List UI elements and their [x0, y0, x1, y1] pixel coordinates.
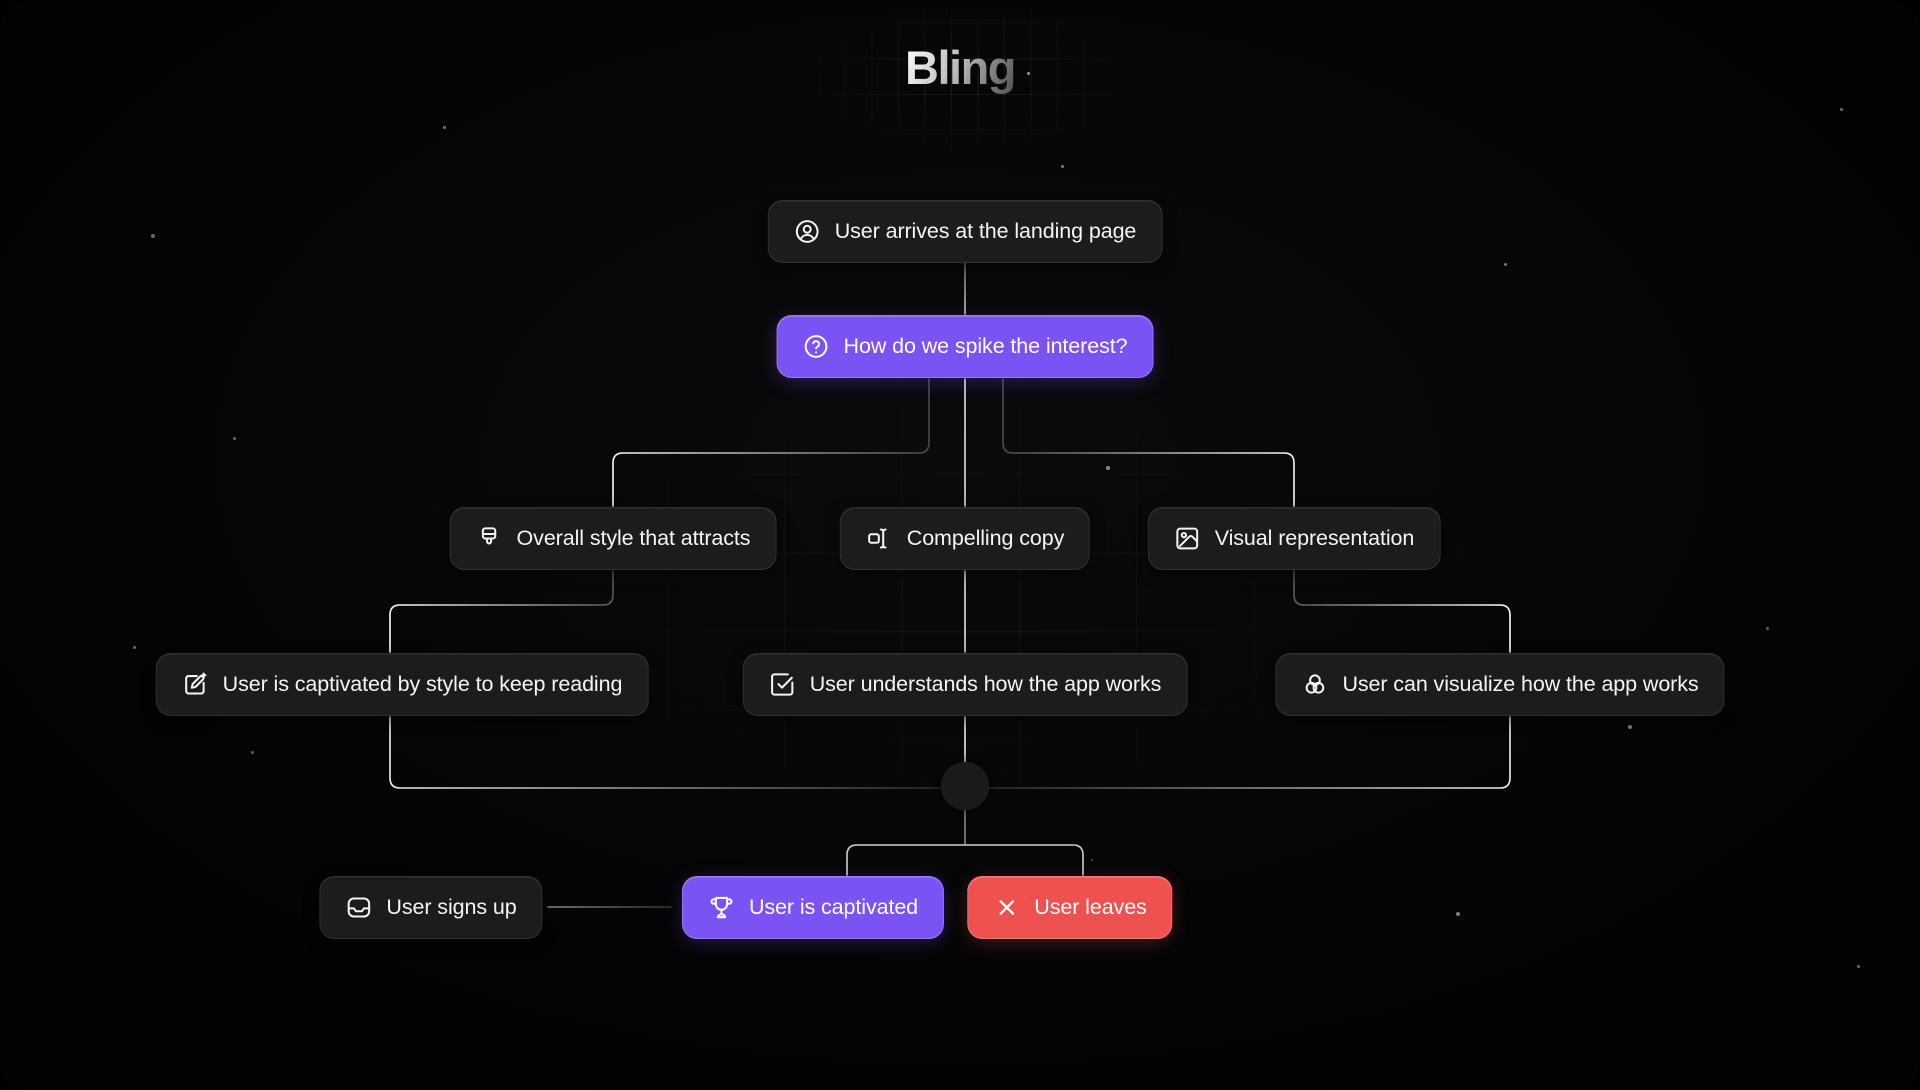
- node-label: Overall style that attracts: [516, 525, 751, 550]
- star-dot: [1857, 965, 1860, 968]
- node-label: User signs up: [386, 894, 517, 919]
- edit-sparkle-icon: [182, 671, 209, 698]
- star-dot: [1106, 466, 1110, 470]
- logo-blueprint-grid: [790, 8, 1150, 158]
- user-circle-icon: [794, 218, 821, 245]
- star-dot: [1091, 859, 1093, 861]
- node-label: User can visualize how the app works: [1342, 671, 1699, 696]
- node-label: User understands how the app works: [809, 671, 1162, 696]
- star-dot: [1628, 725, 1632, 729]
- star-dot: [1504, 263, 1507, 266]
- paintbrush-icon: [476, 525, 503, 552]
- trophy-icon: [708, 894, 735, 921]
- node-label: How do we spike the interest?: [843, 333, 1128, 358]
- node-label: User is captivated: [748, 894, 919, 919]
- node-label: User leaves: [1034, 894, 1147, 919]
- check-square-icon: [769, 671, 796, 698]
- text-cursor-icon: [866, 525, 893, 552]
- star-dot: [251, 751, 254, 754]
- node-label: Compelling copy: [906, 525, 1065, 550]
- node-label: Visual representation: [1214, 525, 1415, 550]
- node-visual-representation[interactable]: Visual representation: [1147, 507, 1441, 570]
- star-dot: [1061, 165, 1064, 168]
- sparkle-dot: [1027, 72, 1030, 75]
- star-dot: [1456, 912, 1460, 916]
- node-captivated-by-style[interactable]: User is captivated by style to keep read…: [155, 653, 649, 716]
- node-label: User arrives at the landing page: [834, 218, 1137, 243]
- merge-junction-node[interactable]: [942, 763, 988, 809]
- star-dot: [1840, 108, 1843, 111]
- star-dot: [233, 437, 236, 440]
- node-visualize-app[interactable]: User can visualize how the app works: [1275, 653, 1725, 716]
- star-dot: [151, 234, 155, 238]
- help-circle-icon: [803, 333, 830, 360]
- node-compelling-copy[interactable]: Compelling copy: [839, 507, 1091, 570]
- image-icon: [1174, 525, 1201, 552]
- inbox-icon: [345, 894, 372, 921]
- venn-circles-icon: [1301, 671, 1328, 698]
- app-logo: Bling: [905, 41, 1016, 94]
- node-user-arrives[interactable]: User arrives at the landing page: [767, 200, 1163, 263]
- star-dot: [443, 126, 446, 129]
- node-label: User is captivated by style to keep read…: [222, 671, 623, 696]
- x-icon: [993, 894, 1020, 921]
- node-user-leaves[interactable]: User leaves: [967, 876, 1173, 939]
- node-spike-interest[interactable]: How do we spike the interest?: [776, 315, 1154, 378]
- node-overall-style[interactable]: Overall style that attracts: [449, 507, 777, 570]
- node-understands-app[interactable]: User understands how the app works: [742, 653, 1188, 716]
- star-dot: [133, 646, 136, 649]
- star-dot: [1766, 627, 1769, 630]
- node-user-captivated[interactable]: User is captivated: [681, 876, 945, 939]
- node-user-signs-up[interactable]: User signs up: [319, 876, 543, 939]
